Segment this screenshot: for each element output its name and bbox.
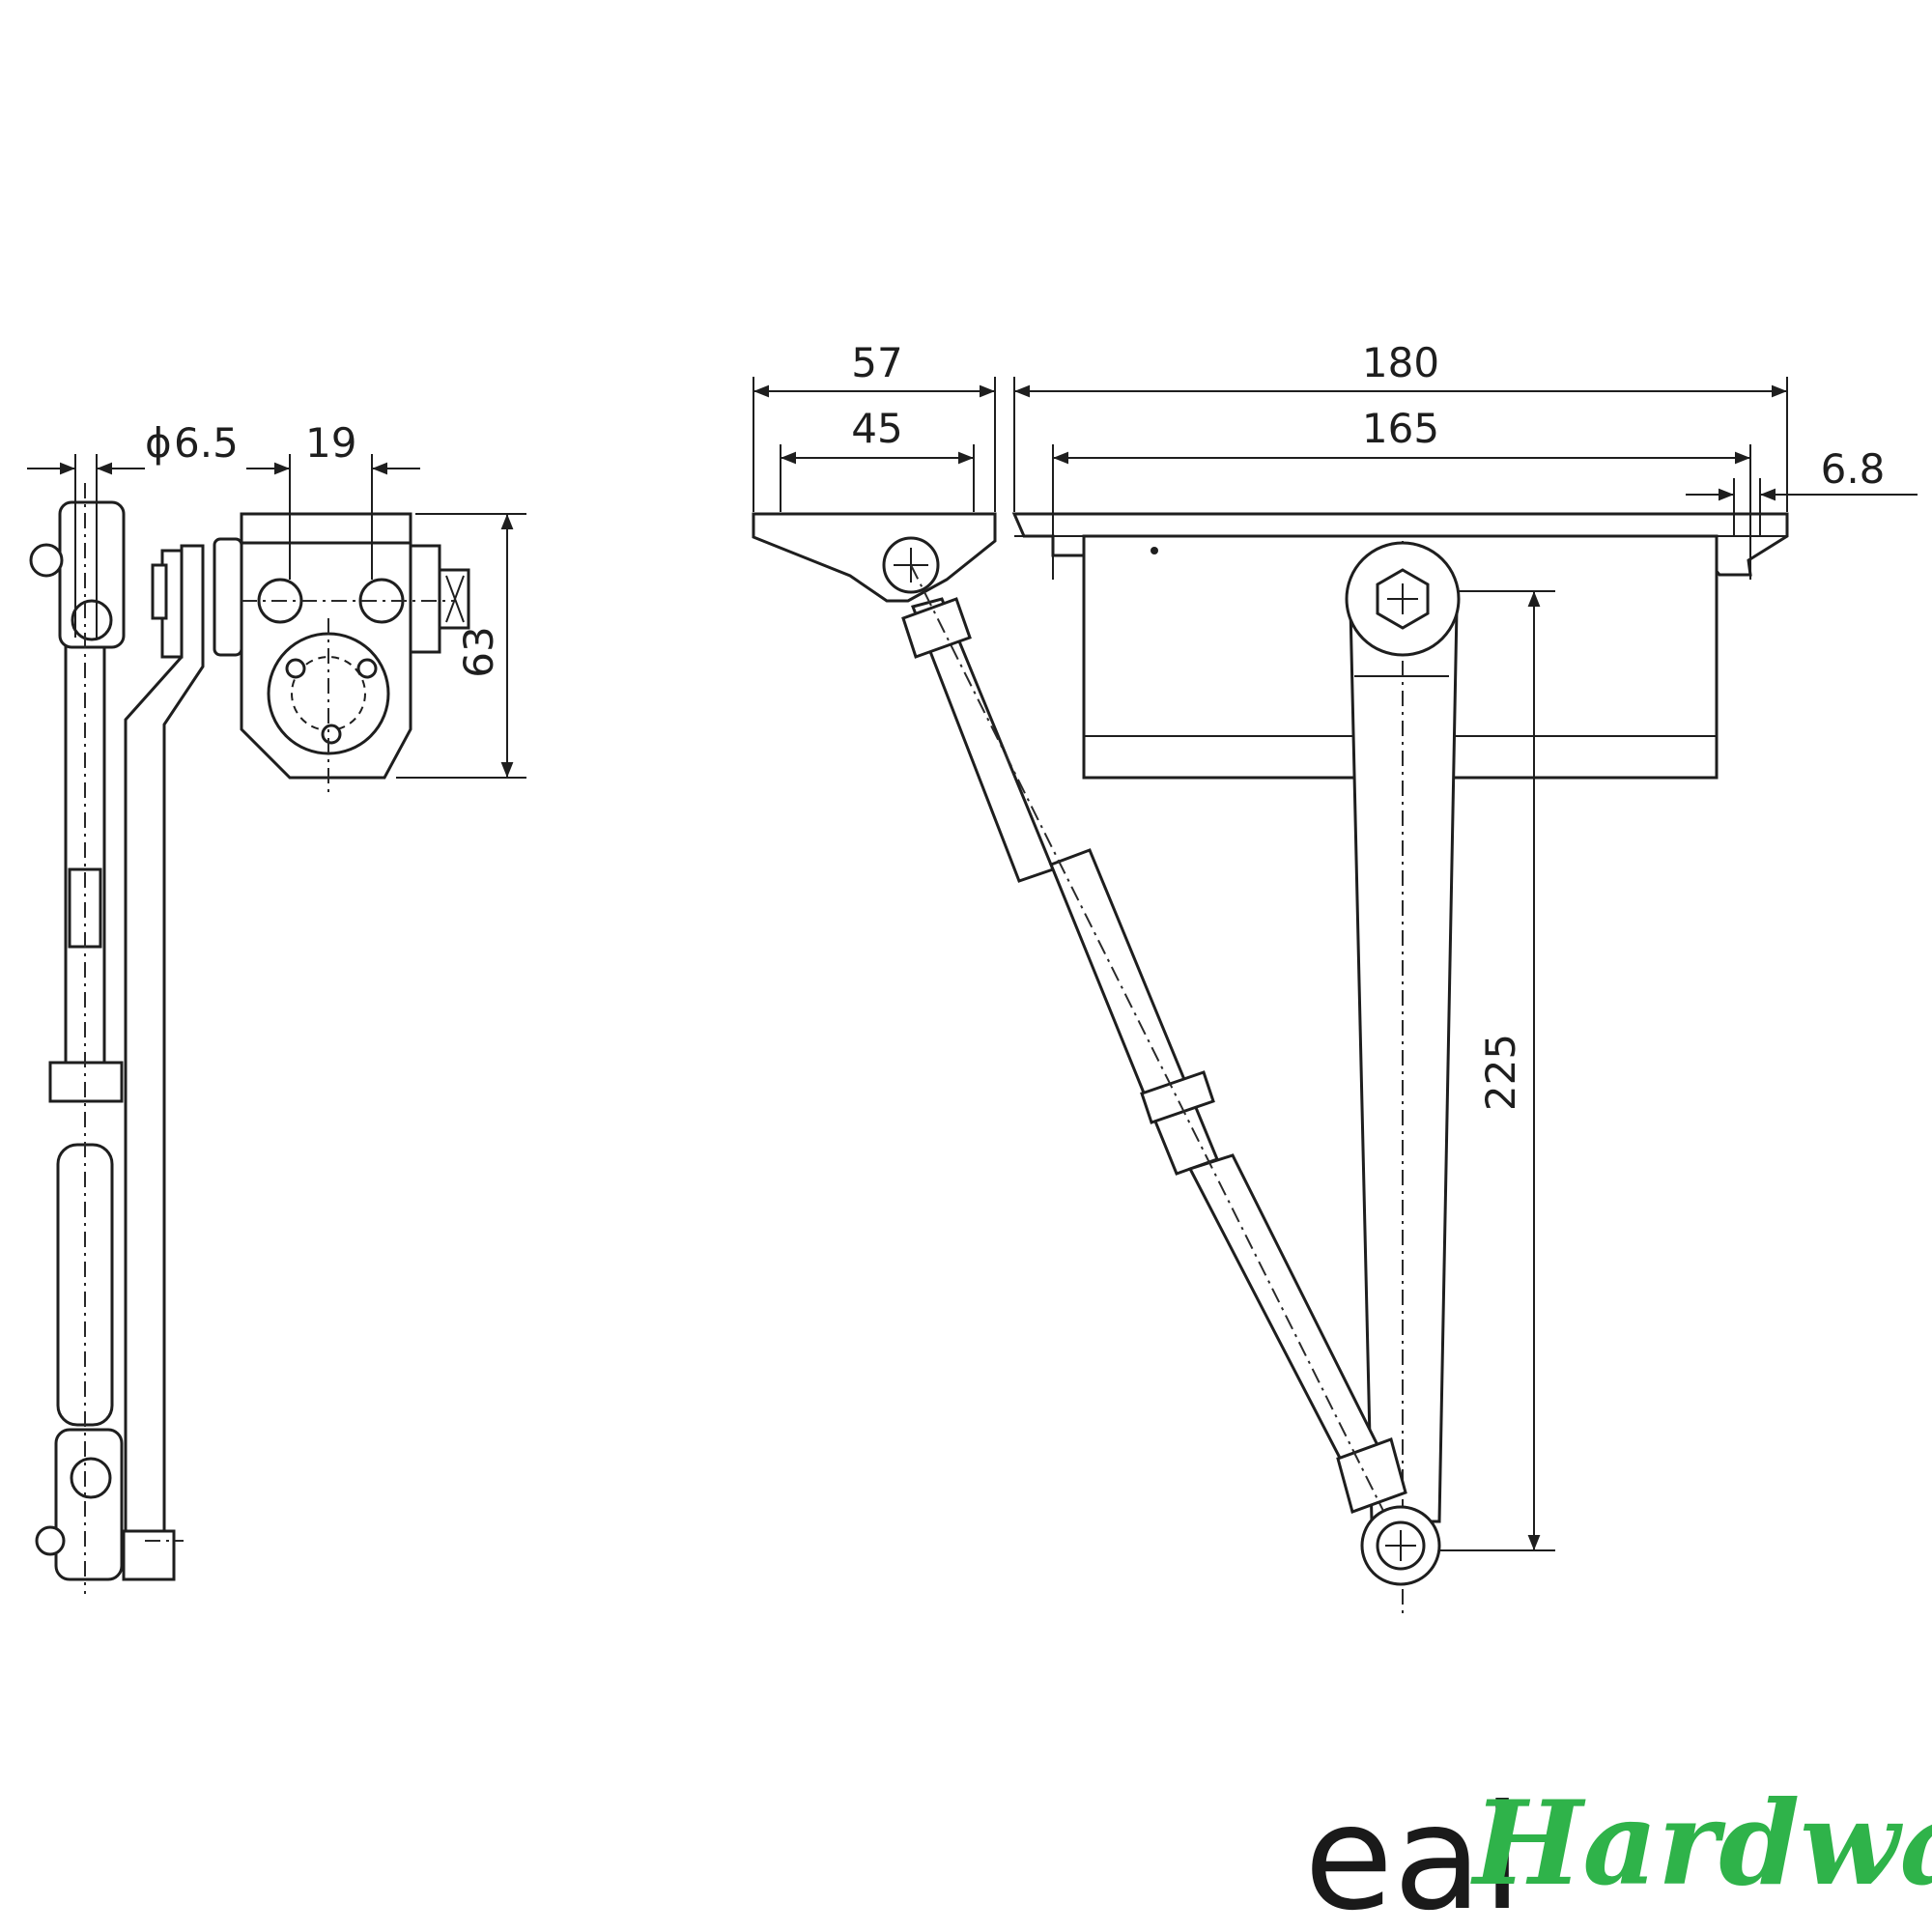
- dim-label-6-8: 6.8: [1821, 445, 1886, 493]
- brand-logo: eal Hardware: [1304, 1775, 1932, 1932]
- main-view: [752, 512, 1789, 1613]
- forearm-lower-tube: [1187, 1153, 1382, 1465]
- side-bottom-bracket: [54, 1428, 124, 1581]
- end-view: [151, 512, 470, 792]
- side-top-bolt: [29, 543, 64, 578]
- dim-label-63: 63: [455, 626, 502, 677]
- end-arm-nut: [151, 563, 168, 620]
- forearm-adjust-nut: [1140, 1070, 1215, 1124]
- logo-brand-mark: eal: [1304, 1775, 1522, 1932]
- end-hole-3: [321, 724, 342, 745]
- end-hole-2: [356, 658, 378, 679]
- shoe-bracket: [752, 512, 997, 603]
- side-top-pin: [71, 599, 113, 641]
- end-hole-1: [285, 658, 306, 679]
- forearm-bottom-clamp: [1336, 1437, 1407, 1514]
- side-bottom-bolt: [35, 1525, 66, 1556]
- dimension-lines: [27, 377, 1918, 1551]
- end-left-flange: [213, 537, 243, 657]
- forearm-center-line: [910, 564, 1406, 1556]
- forearm-middle-tube: [1049, 848, 1219, 1176]
- side-main-arm: [124, 544, 205, 1577]
- end-top-plate: [240, 512, 412, 545]
- dim-label-6-5: 6.5: [174, 419, 239, 467]
- dim-label-57: 57: [851, 339, 902, 386]
- side-main-arm-foot: [122, 1529, 176, 1581]
- dim-label-165: 165: [1362, 405, 1439, 452]
- forearm-top-clamp: [901, 597, 972, 659]
- dimension-labels: ϕ 6.5 19 63 57 45 180 165 6.8 225: [145, 339, 1885, 1111]
- body-dot: [1151, 547, 1158, 554]
- end-right-flange: [409, 544, 441, 654]
- side-bottom-pin: [70, 1457, 112, 1499]
- dim-label-180: 180: [1362, 339, 1439, 386]
- dim-label-19: 19: [305, 419, 356, 467]
- dim-label-45: 45: [851, 405, 902, 452]
- phi-symbol: ϕ: [145, 419, 172, 467]
- side-view: [29, 483, 205, 1594]
- end-valve-cross-2: [445, 575, 465, 623]
- logo-hardware-text: Hardware: [1470, 1776, 1932, 1912]
- dim-label-225: 225: [1477, 1034, 1524, 1111]
